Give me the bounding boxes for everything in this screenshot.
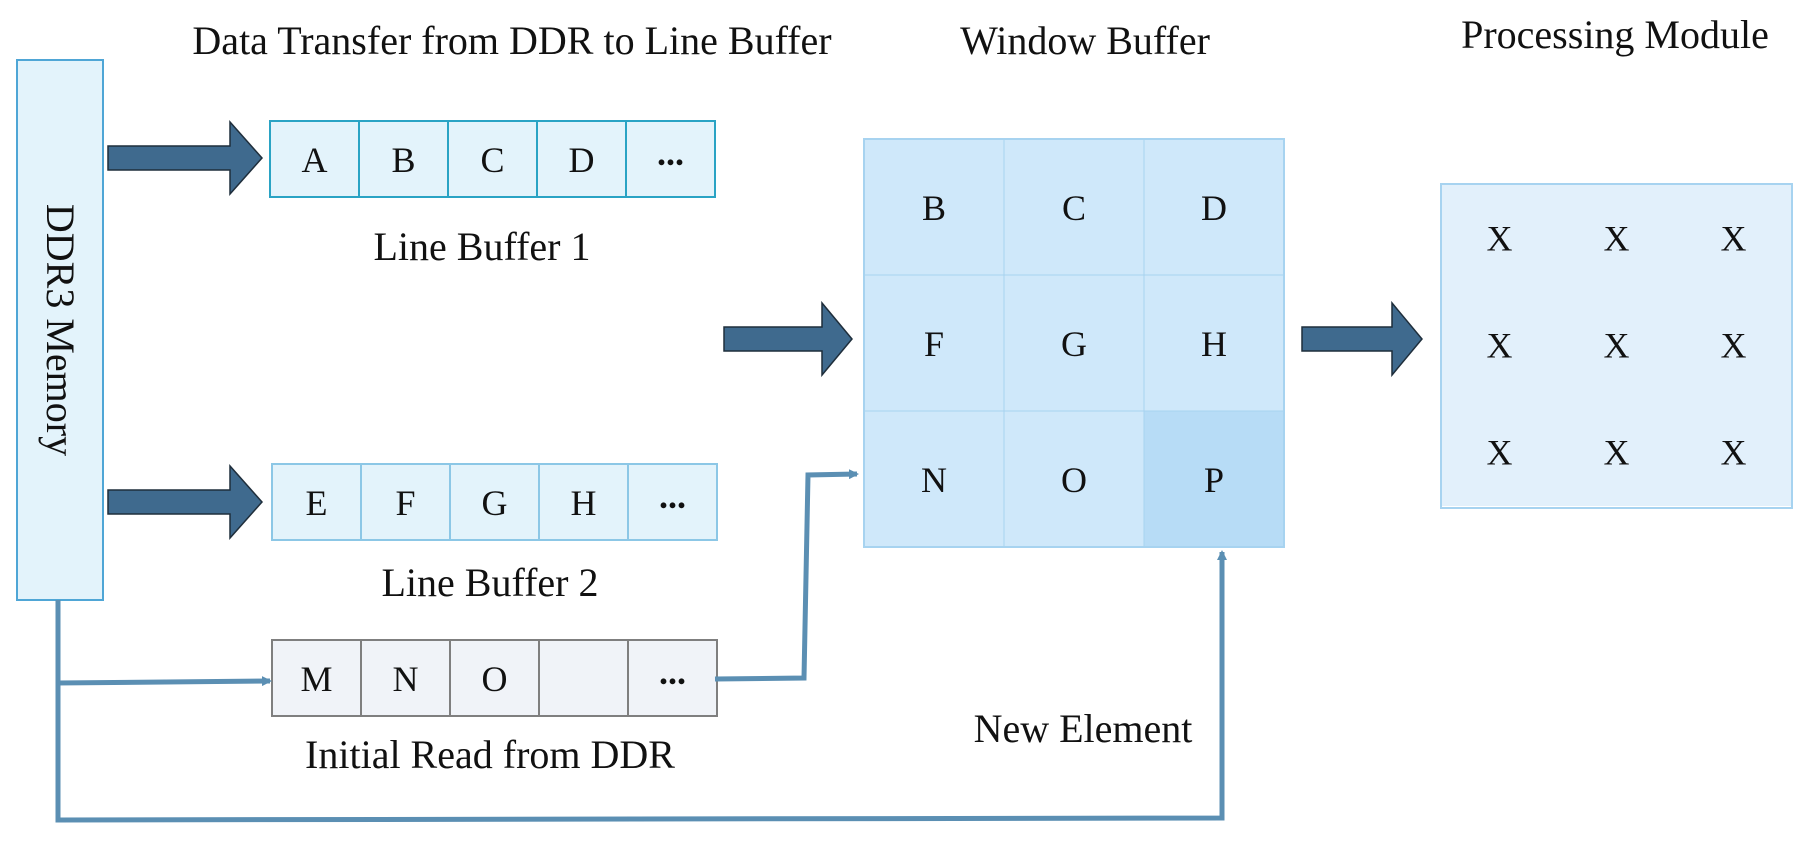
window-buffer-cell-text: P <box>1204 460 1224 500</box>
line-buffer-2-cell <box>627 463 718 541</box>
initial-read-buffer: M N O... <box>271 639 718 717</box>
title-transfer: Data Transfer from DDR to Line Buffer <box>192 18 831 63</box>
processing-module-cell <box>1557 183 1676 292</box>
line-buffer-2-cell-text: G <box>482 483 508 523</box>
processing-module-cell-text: X <box>1604 433 1630 473</box>
window-buffer-outline <box>863 138 1285 548</box>
processing-module-cell <box>1440 397 1559 506</box>
processing-module-cell <box>1557 290 1676 399</box>
window-buffer-cell-text: B <box>922 188 946 228</box>
line-buffer-2-cell <box>271 463 362 541</box>
processing-module-cell-text: X <box>1487 219 1513 259</box>
processing-module-border <box>1440 183 1793 509</box>
processing-module-cell-text: X <box>1721 433 1747 473</box>
initial-read-cell-text: ... <box>659 652 686 692</box>
initial-read-cell-text: N <box>393 659 419 699</box>
line-buffer-1-cell-text: C <box>480 140 504 180</box>
window-buffer-cell <box>1003 410 1145 548</box>
arrow-to-window-buffer <box>723 300 853 378</box>
window-buffer-cell <box>863 274 1005 412</box>
window-buffer-cell <box>1143 274 1285 412</box>
ddr3-memory-box <box>16 59 104 601</box>
processing-module-cell <box>1674 183 1793 292</box>
arrow-to-processing-module <box>1301 300 1423 378</box>
line-buffer-1: A B C D... <box>269 120 716 198</box>
line-buffer-2-cell-text: H <box>571 483 597 523</box>
processing-module-cell-text: X <box>1604 326 1630 366</box>
line-buffer-2: E F G H... <box>271 463 718 541</box>
window-buffer-cell-text: D <box>1201 188 1227 228</box>
line-buffer-2-cell-text: F <box>395 483 415 523</box>
line-buffer-2-cell-text: E <box>306 483 328 523</box>
window-buffer-cell <box>1003 274 1145 412</box>
title-window-buffer: Window Buffer <box>960 18 1210 63</box>
window-buffer-cell-text: F <box>924 324 944 364</box>
window-buffer-cell <box>1003 138 1145 276</box>
new-element-label: New Element <box>974 706 1193 751</box>
window-buffer-cell-text: H <box>1201 324 1227 364</box>
window-buffer-cell-text: O <box>1061 460 1087 500</box>
window-buffer-cell <box>863 410 1005 548</box>
line-buffer-2-label: Line Buffer 2 <box>382 560 599 605</box>
line-buffer-1-label: Line Buffer 1 <box>374 224 591 269</box>
initial-read-cell <box>449 639 540 717</box>
window-buffer-cell-text: C <box>1062 188 1086 228</box>
initial-read-cell <box>360 639 451 717</box>
initial-read-cell-text: O <box>482 659 508 699</box>
window-buffer-cell <box>1143 138 1285 276</box>
ddr3-memory-label: DDR3 Memory <box>38 204 83 456</box>
line-buffer-1-cell <box>358 120 449 198</box>
line-buffer-1-cell-text: A <box>302 140 328 180</box>
line-buffer-1-cell-text: B <box>391 140 415 180</box>
processing-module-cell-text: X <box>1721 219 1747 259</box>
arrow-ddr-to-line-buffer-1 <box>107 120 264 196</box>
initial-read-label: Initial Read from DDR <box>305 732 675 777</box>
line-buffer-2-cell <box>449 463 540 541</box>
processing-module-cell-text: X <box>1487 433 1513 473</box>
processing-module-cell <box>1557 397 1676 506</box>
processing-module-cell-text: X <box>1604 219 1630 259</box>
processing-module-cell-text: X <box>1487 326 1513 366</box>
initial-read-cell <box>271 639 362 717</box>
ddr3-memory-block: DDR3 Memory <box>16 59 104 601</box>
arrow-ddr-to-line-buffer-2 <box>107 464 264 540</box>
line-buffer-1-cell-text: ... <box>657 133 684 173</box>
processing-module-grid: X X X X X X X X X <box>1440 183 1793 509</box>
line-buffer-1-cell <box>625 120 716 198</box>
title-processing-module: Processing Module <box>1461 12 1769 57</box>
processing-module-cell <box>1674 290 1793 399</box>
initial-read-cell-text: M <box>300 659 332 699</box>
initial-read-cell <box>538 639 629 717</box>
flow-line-ddr-to-initial-read <box>55 600 272 687</box>
line-buffer-2-cell <box>538 463 629 541</box>
flow-line-new-element-to-window <box>55 550 1227 823</box>
line-buffer-1-cell-text: D <box>569 140 595 180</box>
window-buffer-cell-text: N <box>921 460 947 500</box>
processing-module-cell <box>1440 290 1559 399</box>
processing-module-cell-text: X <box>1721 326 1747 366</box>
flow-line-initial-read-to-window <box>714 469 859 682</box>
line-buffer-1-cell <box>269 120 360 198</box>
window-buffer-cell-text: G <box>1061 324 1087 364</box>
line-buffer-2-cell-text: ... <box>659 476 686 516</box>
window-buffer-grid: B C D F G H N O P <box>863 138 1285 548</box>
line-buffer-2-cell <box>360 463 451 541</box>
line-buffer-1-cell <box>536 120 627 198</box>
